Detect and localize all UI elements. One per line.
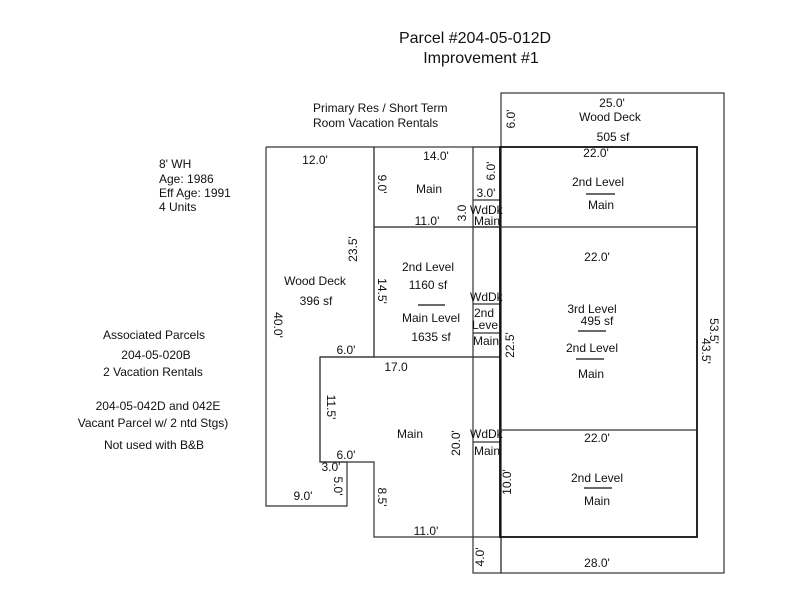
- right-bottom-lower-label: Main: [584, 494, 610, 508]
- associated-parcel2: 204-05-042D and 042E: [96, 399, 221, 413]
- right-top-lower-label: Main: [588, 198, 614, 212]
- wood-deck-top-label: Wood Deck: [579, 110, 642, 124]
- dim-left-deck-notch-h: 5.0': [331, 477, 345, 496]
- dim-left-deck-inner: 23.5': [346, 236, 360, 262]
- info-age: Age: 1986: [159, 172, 214, 186]
- dim-left-deck-notch-w: 3.0': [322, 460, 341, 474]
- dim-right-height: 43.5': [699, 338, 713, 364]
- dim-deck-right-height: 53.5': [707, 318, 721, 344]
- dim-right-bottom-height: 10.0': [500, 469, 514, 495]
- right-block-outline: [499, 146, 698, 538]
- dim-main-lower-step: 6.0': [337, 448, 356, 462]
- dim-left-deck-height: 40.0': [271, 312, 285, 338]
- dim-main-lower-right: 20.0': [449, 430, 463, 456]
- dim-main-top-height: 9.0': [375, 175, 389, 194]
- dim-main-lower-left: 11.5': [324, 395, 338, 420]
- associated-parcel1-desc: 2 Vacation Rentals: [103, 365, 203, 379]
- use-note-line1: Primary Res / Short Term: [313, 101, 447, 115]
- dim-wddk-top-height: 3.0: [455, 204, 469, 221]
- main-upper-left-label: Main: [416, 182, 442, 196]
- right-bottom-upper-label: 2nd Level: [571, 471, 623, 485]
- dim-left-deck-top: 12.0': [302, 153, 328, 167]
- wddk-mid-sub2: Leve: [472, 318, 498, 332]
- info-eff-age: Eff Age: 1991: [159, 186, 231, 200]
- info-wall-height: 8' WH: [159, 157, 191, 171]
- dim-center-height: 14.5': [375, 278, 389, 304]
- dim-wddk-top-width: 3.0': [477, 186, 496, 200]
- center-upper-area: 1160 sf: [409, 278, 448, 292]
- wood-deck-left-area: 396 sf: [300, 294, 333, 308]
- right-top-upper-label: 2nd Level: [572, 175, 624, 189]
- associated-parcel1: 204-05-020B: [121, 348, 190, 362]
- main-lower-label: Main: [397, 427, 423, 441]
- right-mid-mid-label: 2nd Level: [566, 341, 618, 355]
- dim-left-deck-bottom: 9.0': [294, 489, 313, 503]
- wood-deck-top-outline: [500, 92, 725, 574]
- wood-deck-top-area: 505 sf: [597, 130, 630, 144]
- dim-right-mid-height: 22.5': [503, 332, 517, 358]
- dim-wddk-top-side: 6.0': [484, 162, 498, 181]
- dim-main-top-width: 14.0': [423, 149, 449, 163]
- right-mid-lower-label: Main: [578, 367, 604, 381]
- associated-heading: Associated Parcels: [103, 328, 205, 342]
- dim-deck-top-height: 6.0': [504, 110, 518, 129]
- dim-main-lower-bottom: 11.0': [414, 524, 439, 538]
- wddk-mid-label: WdDk: [470, 290, 504, 304]
- parcel-title: Parcel #204-05-012D: [399, 30, 551, 47]
- dim-deck-bottom-height: 4.0': [473, 548, 487, 567]
- wddk-top-label: WdDk: [470, 203, 504, 217]
- wddk-mid-sub3: Main: [473, 334, 499, 348]
- dim-main-lower-side: 8.5': [375, 488, 389, 507]
- info-units: 4 Units: [159, 200, 196, 214]
- dim-left-deck-step: 6.0': [337, 343, 356, 357]
- dim-deck-top-width: 25.0': [599, 96, 625, 110]
- improvement-title: Improvement #1: [423, 50, 539, 67]
- center-lower-label: Main Level: [402, 311, 460, 325]
- dim-right-top-width: 22.0': [583, 146, 609, 160]
- dim-right-mid-width: 22.0': [584, 250, 610, 264]
- dim-right-bottom-width: 22.0': [584, 431, 610, 445]
- center-upper-label: 2nd Level: [402, 260, 454, 274]
- wddk-low-sub: Main: [474, 444, 500, 458]
- wood-deck-left-label: Wood Deck: [284, 274, 347, 288]
- associated-parcel2-desc: Vacant Parcel w/ 2 ntd Stgs): [78, 416, 229, 430]
- dim-main-lower-top: 17.0: [384, 360, 408, 374]
- dim-main-top-bottom: 11.0': [415, 214, 440, 228]
- center-lower-area: 1635 sf: [411, 330, 451, 344]
- associated-note: Not used with B&B: [104, 438, 204, 452]
- wddk-mid-sub1: 2nd: [474, 306, 494, 320]
- use-note-line2: Room Vacation Rentals: [313, 116, 438, 130]
- right-mid-top-area: 495 sf: [581, 314, 614, 328]
- dim-deck-bottom-width: 28.0': [584, 556, 610, 570]
- right-mid-top-label: 3rd Level: [567, 302, 616, 316]
- wddk-top-sub: Main: [474, 214, 500, 228]
- wddk-low-label: WdDk: [470, 427, 504, 441]
